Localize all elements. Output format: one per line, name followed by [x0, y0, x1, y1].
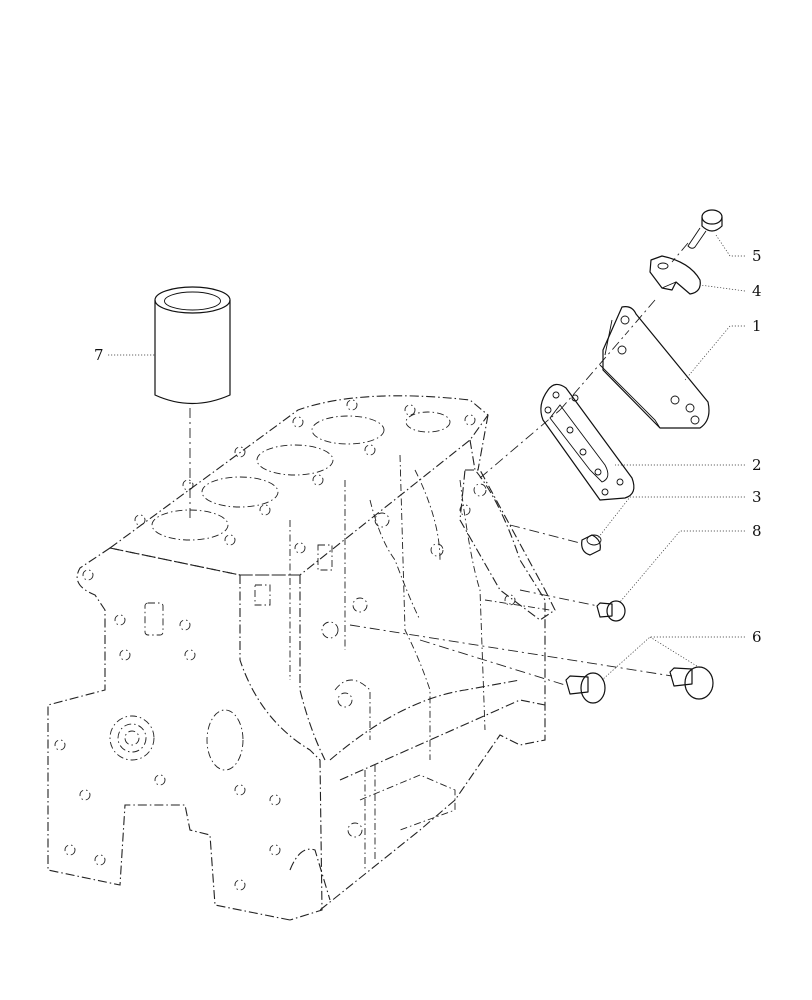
- leader-lines: [108, 234, 746, 681]
- callout-7: 7: [94, 346, 104, 364]
- callout-4: 4: [752, 282, 762, 300]
- callout-8: 8: [752, 522, 762, 540]
- part-7-cylinder-liner: [154, 286, 231, 404]
- callout-5: 5: [752, 247, 762, 265]
- part-4-clamp: [649, 255, 701, 295]
- part-3-dowel: [581, 534, 602, 556]
- engine-block: [47, 395, 556, 921]
- callout-1: 1: [752, 317, 762, 335]
- part-6-plug-b: [669, 666, 714, 700]
- part-8-plug: [596, 600, 626, 622]
- callout-2: 2: [752, 456, 762, 474]
- part-2-gasket: [540, 383, 635, 501]
- part-5-bolt: [687, 209, 723, 249]
- part-1-bracket: [599, 306, 710, 429]
- callout-labels: 7 1 2 3 4 5 8 6: [94, 247, 762, 646]
- callout-3: 3: [752, 488, 762, 506]
- assembly-axes: [189, 242, 689, 686]
- part-6-plug-a: [565, 672, 606, 704]
- callout-6: 6: [752, 628, 762, 646]
